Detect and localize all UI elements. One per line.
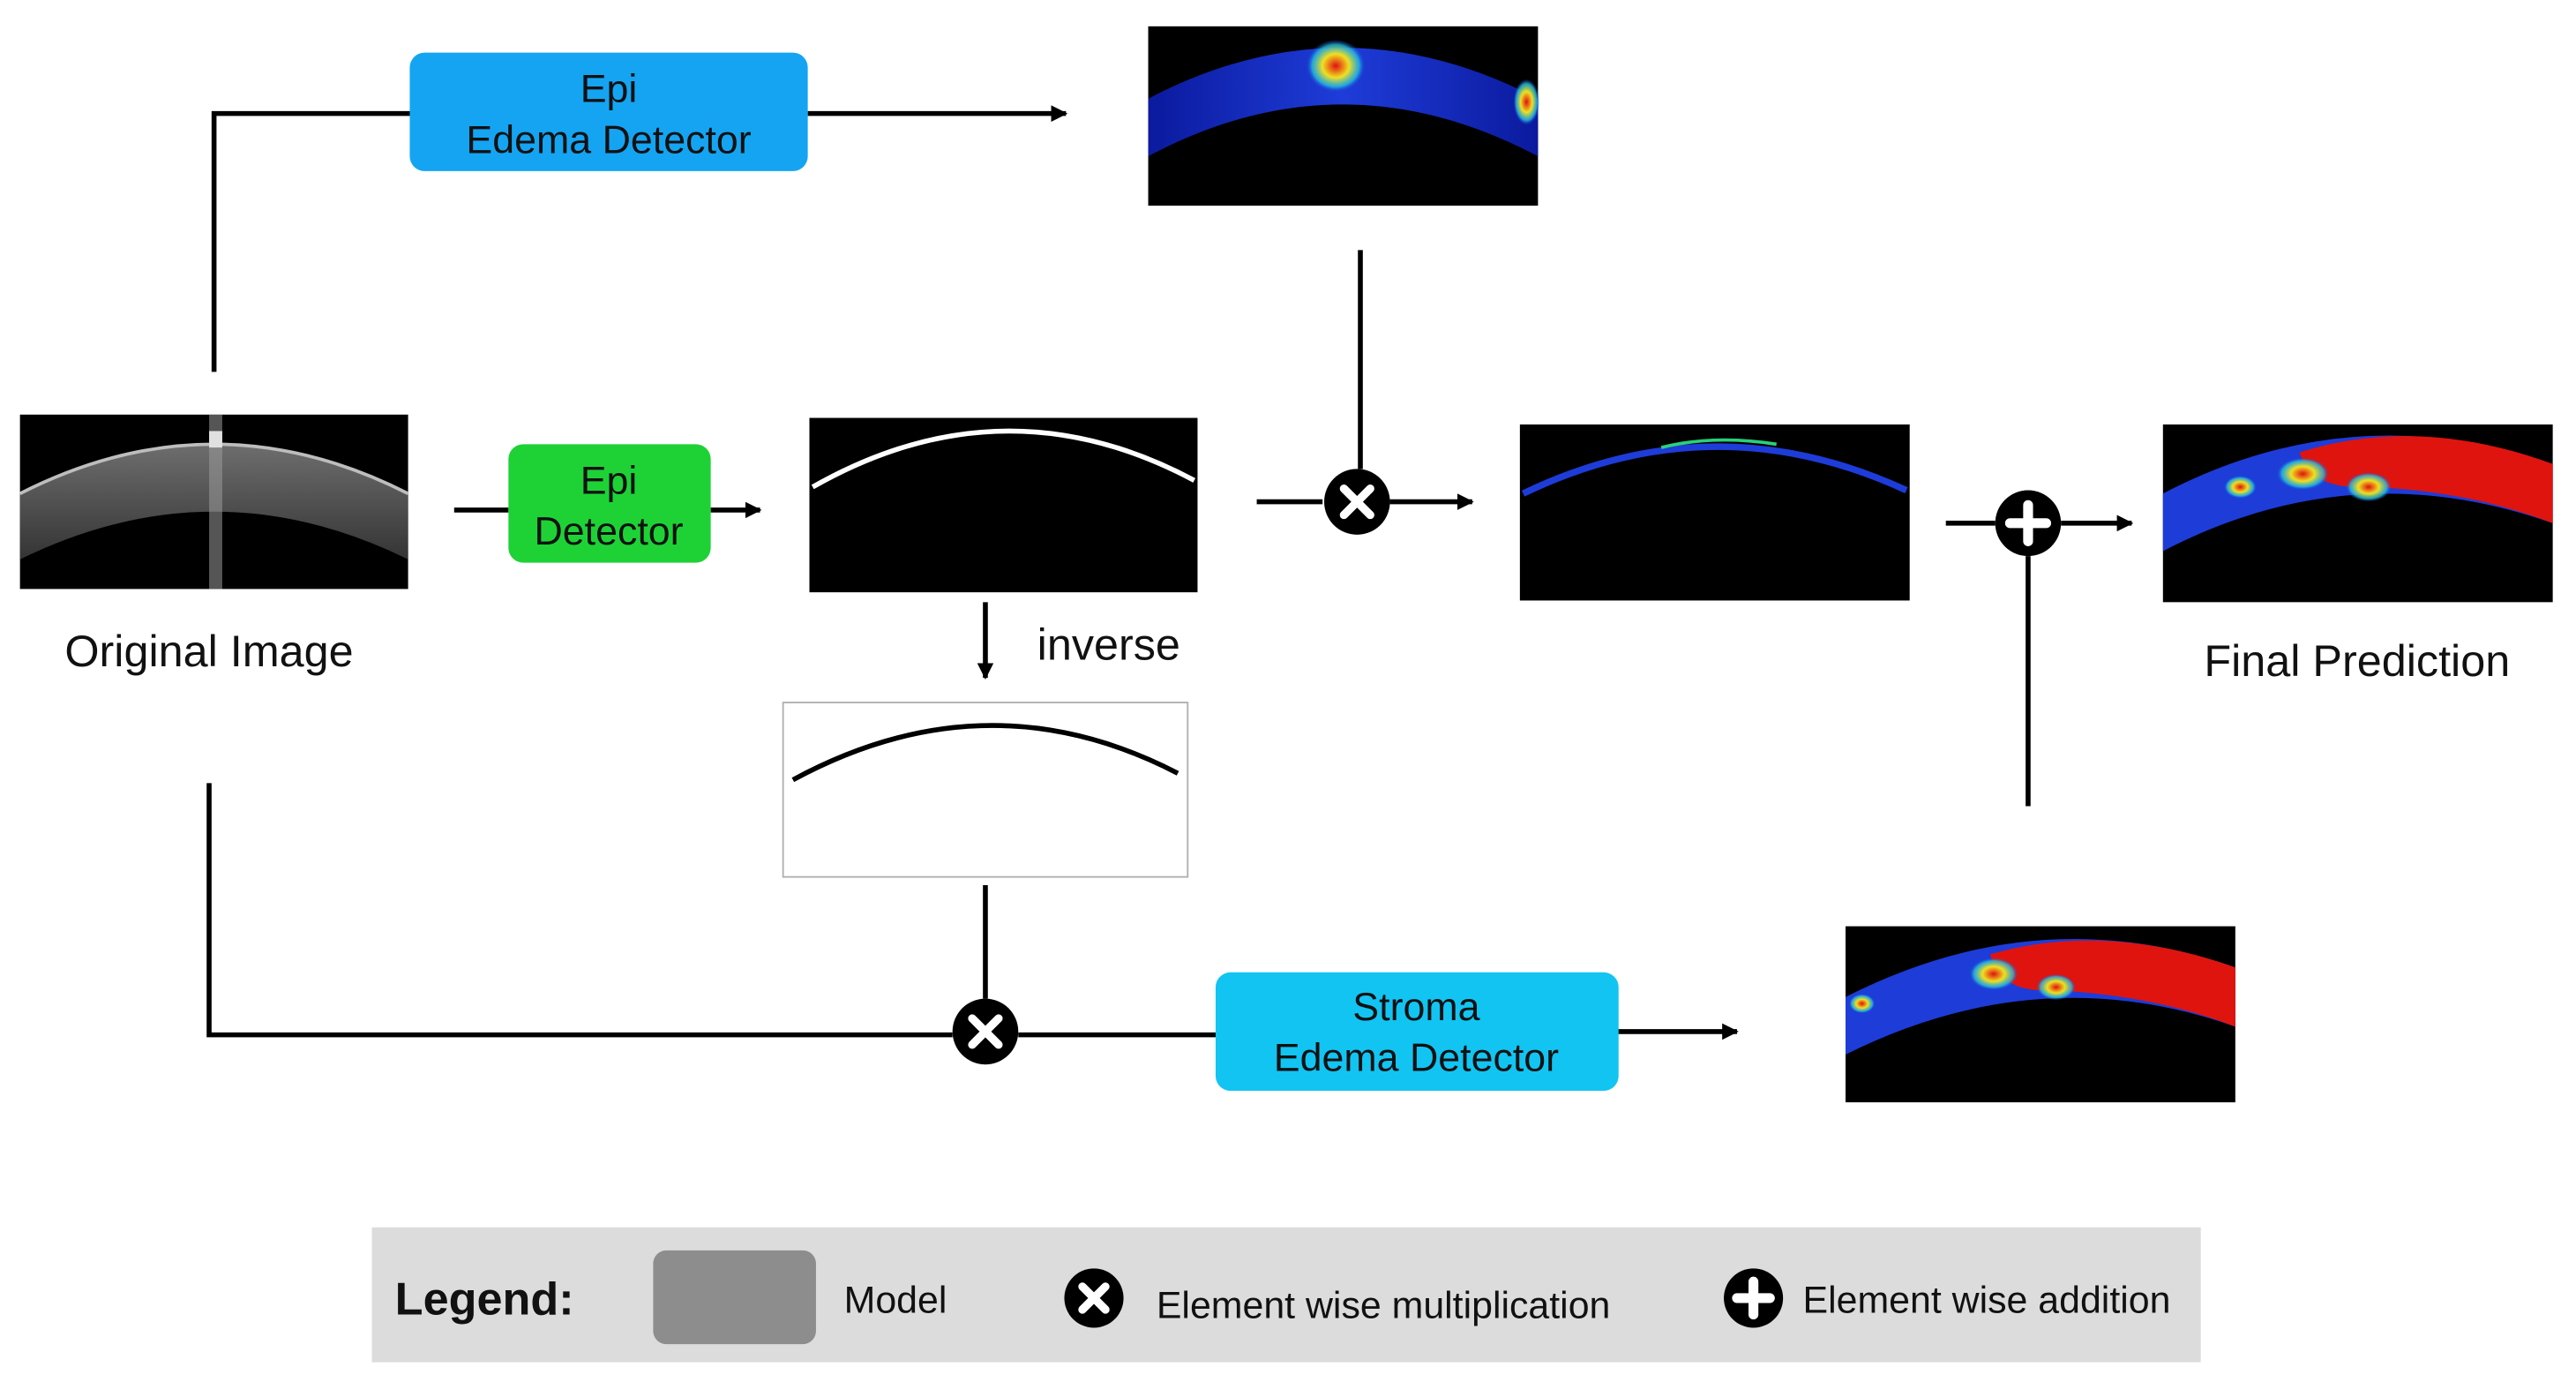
stroma-edema-heatmap [1845, 926, 2235, 1103]
multiply-operator-middle [1324, 469, 1390, 535]
legend-model-label: Model [844, 1280, 947, 1322]
legend-multiplication-label: Element wise multiplication [1157, 1284, 1611, 1326]
original-image [19, 414, 409, 590]
epi-edema-detector-box [409, 52, 808, 171]
stroma-edema-detector-line1: Stroma [1352, 985, 1479, 1029]
connectors [206, 105, 2134, 1040]
final-prediction-label: Final Prediction [2204, 635, 2510, 686]
epi-detector-line1: Epi [580, 458, 638, 502]
legend: Legend: Model Element wise multiplicatio… [371, 1227, 2201, 1363]
epi-edema-detector-model: Epi Edema Detector [409, 52, 808, 171]
stroma-edema-detector-model: Stroma Edema Detector [1215, 972, 1619, 1092]
epi-edema-heatmap [1148, 26, 1540, 207]
inverse-mask-image [782, 702, 1189, 878]
epi-mask-image [809, 417, 1198, 593]
epi-edema-detector-line2: Edema Detector [466, 117, 751, 161]
stroma-edema-detector-box [1215, 972, 1619, 1092]
epi-detector-model: Epi Detector [508, 444, 711, 563]
epi-detector-box [508, 444, 711, 563]
line-original-to-bottom-multiply [206, 783, 953, 1038]
legend-model-swatch [653, 1250, 816, 1345]
add-operator [1995, 490, 2062, 557]
inverse-label: inverse [1037, 620, 1180, 670]
epi-detector-line2: Detector [535, 509, 684, 553]
multiply-operator-bottom [952, 998, 1019, 1065]
legend-add-icon [1724, 1268, 1784, 1328]
legend-title: Legend: [395, 1274, 574, 1326]
epi-edema-detector-line1: Epi [580, 67, 638, 111]
stroma-edema-detector-line2: Edema Detector [1274, 1036, 1559, 1080]
line-original-to-epi-edema [211, 110, 412, 372]
legend-multiply-icon [1064, 1268, 1124, 1328]
epi-result-image [1519, 424, 1910, 601]
final-prediction-image [2162, 424, 2553, 603]
original-image-label: Original Image [64, 626, 353, 676]
legend-addition-label: Element wise addition [1803, 1280, 2171, 1322]
